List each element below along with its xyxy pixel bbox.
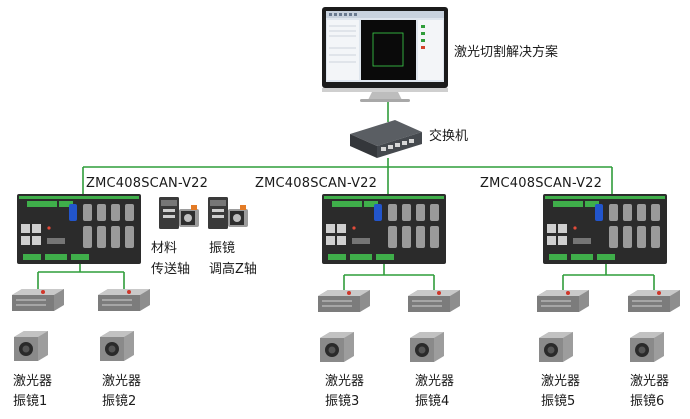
laser-4-line1: 激光器 [415,374,455,389]
laser-1-line1: 激光器 [13,374,53,389]
laser-device-1 [12,289,64,361]
pc-label: 激光切割解决方案 [454,45,559,60]
controller-2-label: ZMC408SCAN-V22 [255,176,378,191]
laser-3-line1: 激光器 [325,374,365,389]
laser-device-2 [98,289,150,361]
laser-4-line2: 振镜4 [415,394,450,409]
controller-1-label: ZMC408SCAN-V22 [86,176,209,191]
axis-2-line1: 振镜 [209,241,236,256]
laser-5-label: 激光器 振镜5 [541,372,580,412]
laser-2-line2: 振镜2 [102,394,137,409]
laser-6-line1: 激光器 [630,374,670,389]
axis-1-line2: 传送轴 [151,262,191,277]
laser-device-6 [628,290,680,362]
axis-2-label: 振镜 调高Z轴 [209,238,257,280]
controller-3-label: ZMC408SCAN-V22 [480,176,603,191]
laser-6-label: 激光器 振镜6 [630,372,669,412]
laser-device-4 [408,290,460,362]
laser-5-line1: 激光器 [541,374,581,389]
laser-1-label: 激光器 振镜1 [13,372,52,412]
laser-2-line1: 激光器 [102,374,142,389]
laser-3-line2: 振镜3 [325,394,360,409]
laser-6-line2: 振镜6 [630,394,665,409]
axis-2-line2: 调高Z轴 [209,262,257,277]
laser-3-label: 激光器 振镜3 [325,372,364,412]
laser-4-label: 激光器 振镜4 [415,372,454,412]
laser-1-line2: 振镜1 [13,394,48,409]
laser-device-5 [537,290,589,362]
axis-1-line1: 材料 [151,241,178,256]
laser-5-line2: 振镜5 [541,394,576,409]
laser-device-3 [318,290,370,362]
switch-label: 交换机 [429,129,469,144]
axis-1-label: 材料 传送轴 [151,238,190,280]
laser-2-label: 激光器 振镜2 [102,372,141,412]
